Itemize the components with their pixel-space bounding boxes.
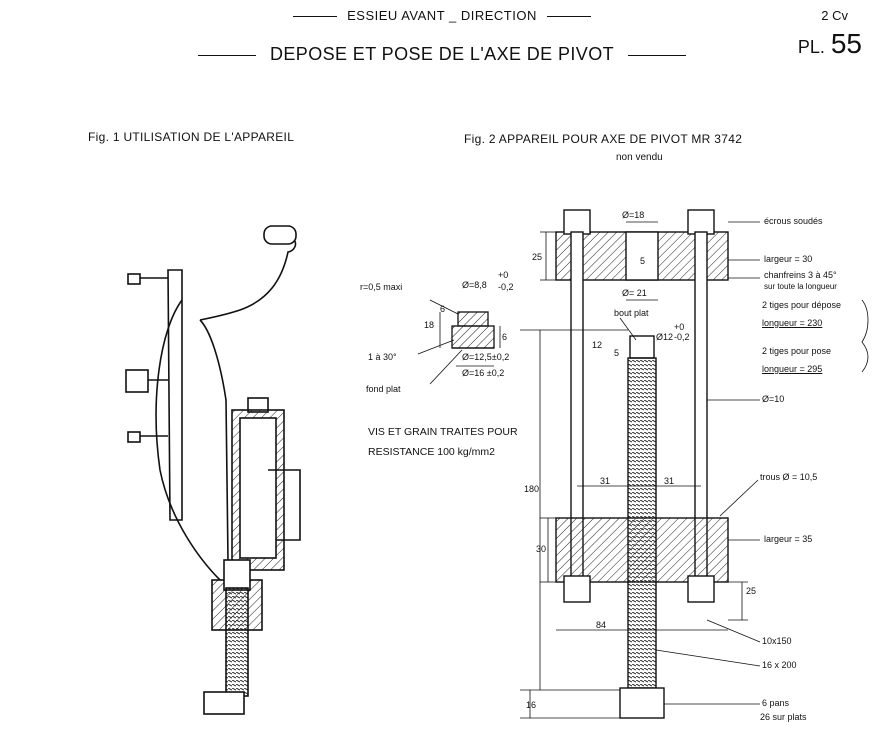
screw-tip	[629, 335, 655, 359]
thread10-label: 10x150	[762, 636, 792, 646]
dim12-label: 12	[592, 340, 603, 350]
across-flats-label: 26 sur plats	[760, 712, 807, 722]
width35-label: largeur = 35	[764, 534, 813, 544]
plate-prefix: PL.	[797, 37, 825, 57]
rods-install-label: 2 tiges pour pose	[762, 346, 832, 356]
length230-label: longueur = 230	[762, 318, 823, 328]
dim-5-label: 5	[640, 256, 646, 266]
dim84-label: 84	[596, 620, 607, 630]
dim16-label: 16	[526, 700, 537, 710]
detail-part	[417, 299, 501, 385]
chamfer-note-2: sur toute la longueur	[764, 282, 837, 291]
treatment-note-line2: RESISTANCE 100 kg/mm2	[368, 446, 496, 458]
thread16-label: 16 x 200	[762, 660, 797, 670]
flat-bottom-label: fond plat	[366, 384, 401, 394]
model-label: 2 Cv	[821, 8, 848, 23]
plate-number: PL.55	[798, 28, 862, 60]
fig2-tool	[520, 209, 869, 719]
fig2-subcaption: non vendu	[616, 152, 663, 163]
dim-25-top: 25	[532, 252, 543, 262]
dim31a-label: 31	[600, 476, 611, 486]
dim180-label: 180	[524, 484, 540, 494]
dia-mid-label: Ø=12,5±0,2	[462, 352, 510, 362]
bottom-nut	[203, 691, 245, 715]
steering-arm	[199, 235, 297, 321]
welded-nuts-label: écrous soudés	[764, 216, 823, 226]
dia10-label: Ø=10	[762, 394, 785, 404]
width30-label: largeur = 30	[764, 254, 813, 264]
dim-5b-label: 5	[614, 348, 620, 358]
title-rule-right	[628, 54, 686, 56]
dim-6-top: 6	[440, 304, 446, 314]
tol12-plus: +0	[674, 322, 685, 332]
page-title-text: DEPOSE ET POSE DE L'AXE DE PIVOT	[269, 44, 614, 64]
title-rule-left	[197, 54, 256, 56]
fig1-assembly	[125, 225, 301, 715]
hex-label: 6 pans	[762, 698, 790, 708]
tol-top-plus: +0	[498, 270, 509, 280]
dim30-label: 30	[536, 544, 547, 554]
tol-top-minus: -0,2	[498, 282, 514, 292]
dia21-label: Ø= 21	[622, 288, 647, 298]
tol12-minus: -0,2	[674, 332, 690, 342]
dim25-bottom-label: 25	[746, 586, 757, 596]
dim-6-right: 6	[502, 332, 508, 342]
hex-head	[619, 687, 665, 719]
holes-label: trous Ø = 10,5	[760, 472, 818, 482]
hub-nut	[125, 369, 149, 393]
chamfer-note: chanfreins 3 à 45°	[764, 270, 837, 280]
rods-removal-label: 2 tiges pour dépose	[762, 300, 842, 310]
length295-label: longueur = 295	[762, 364, 823, 374]
fig2-caption: Fig. 2 APPAREIL POUR AXE DE PIVOT MR 374…	[464, 132, 743, 146]
dia12-label: Ø12	[656, 332, 674, 342]
welded-nut-right	[687, 209, 715, 235]
welded-nut-left	[563, 209, 591, 235]
dia-top-label: Ø=8,8	[462, 280, 487, 290]
dia-bottom-label: Ø=16 ±0,2	[462, 368, 505, 378]
dim-18: 18	[424, 320, 435, 330]
fig1-caption: Fig. 1 UTILISATION DE L'APPAREIL	[88, 130, 295, 144]
chamfer-label: 1 à 30°	[368, 352, 397, 362]
main-screw	[627, 357, 657, 689]
page-title: DEPOSE ET POSE DE L'AXE DE PIVOT	[0, 44, 884, 65]
section-header: ESSIEU AVANT _ DIRECTION	[0, 8, 884, 23]
plate-value: 55	[830, 28, 862, 59]
brake-plate	[167, 269, 183, 521]
header-rule-left	[293, 16, 338, 18]
dim31b-label: 31	[664, 476, 675, 486]
dia18-label: Ø=18	[622, 210, 645, 220]
section-title: ESSIEU AVANT _ DIRECTION	[347, 8, 537, 23]
treatment-note-line1: VIS ET GRAIN TRAITES POUR	[368, 426, 518, 438]
flat-end-label: bout plat	[614, 308, 649, 318]
header-rule-right	[546, 16, 591, 18]
radius-label: r=0,5 maxi	[360, 282, 403, 292]
